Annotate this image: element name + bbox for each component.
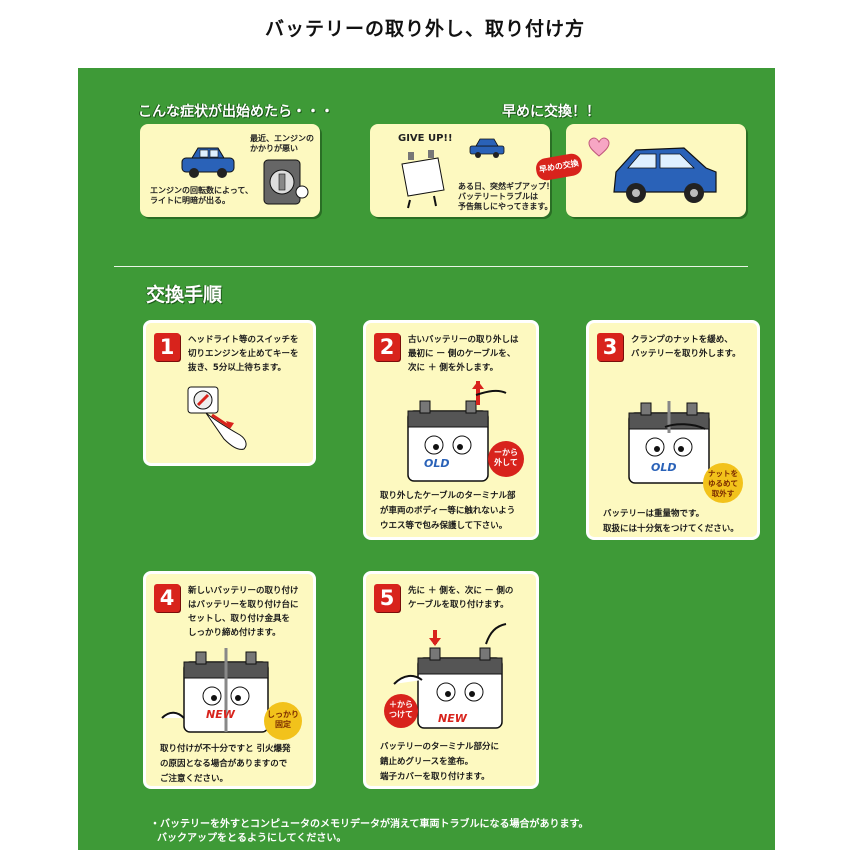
step4-label-new: NEW bbox=[206, 708, 235, 721]
step3-badge: ナットを ゆるめて 取外す bbox=[703, 463, 743, 503]
step-card-1: 1 ヘッドライト等のスイッチを 切りエンジンを止めてキーを 抜き、5分以上待ちま… bbox=[143, 320, 316, 466]
step-text-5: 先に ＋ 側を、次に ー 側の ケーブルを取り付けます。 bbox=[408, 586, 514, 610]
step-number-5: 5 bbox=[374, 584, 400, 612]
step-note-2: 取り外したケーブルのターミナル部 が車両のボディー等に触れないよう ウエス等で包… bbox=[380, 491, 516, 531]
caption-trouble: ある日、突然ギブアップ！ バッテリートラブルは 予告無しにやってきます。 bbox=[458, 182, 554, 211]
symptoms-heading: こんな症状が出始めたら・・・ bbox=[138, 104, 334, 120]
replace-early-heading: 早めに交換！！ bbox=[502, 104, 600, 120]
step-number-4: 4 bbox=[154, 584, 180, 612]
step-note-3: バッテリーは重量物です。 取扱には十分気をつけてください。 bbox=[603, 509, 739, 534]
giveup-card: GIVE UP!! ある日、突然ギブアップ！ バッテリートラブルは 予告無しにや… bbox=[370, 124, 554, 217]
section-divider bbox=[114, 266, 748, 267]
caption-lights: エンジンの回転数によって、 ライトに明暗が出る。 bbox=[150, 186, 253, 205]
small-car-illustration bbox=[469, 138, 505, 158]
step-note-4: 取り付けが不十分ですと 引火爆発 の原因となる場合がありますので ご注意ください… bbox=[160, 744, 291, 784]
step-number-3: 3 bbox=[597, 333, 623, 361]
new-battery-connect-illustration bbox=[393, 623, 507, 729]
tired-battery-illustration bbox=[401, 150, 445, 209]
step-card-5: 5 先に ＋ 側を、次に ー 側の ケーブルを取り付けます。 NEW ＋から つ… bbox=[363, 571, 539, 789]
step-number-2: 2 bbox=[374, 333, 400, 361]
page-title: バッテリーの取り外し、取り付け方 bbox=[264, 18, 585, 40]
procedure-heading: 交換手順 bbox=[146, 284, 223, 306]
step-note-5: バッテリーのターミナル部分に 錆止めグリースを塗布。 端子カバーを取り付けます。 bbox=[380, 742, 500, 782]
step-card-3: 3 クランプのナットを緩め、 バッテリーを取り外します。 OLD ナットを ゆる… bbox=[586, 320, 760, 540]
old-battery-illustration bbox=[407, 381, 507, 482]
step-text-3: クランプのナットを緩め、 バッテリーを取り外します。 bbox=[631, 335, 741, 359]
step2-label-old: OLD bbox=[424, 457, 450, 470]
ignition-key-icon bbox=[187, 386, 247, 450]
heart-icon bbox=[588, 137, 610, 157]
caption-start: 最近、エンジンの かかりが悪い bbox=[250, 134, 314, 153]
key-ignition-illustration bbox=[263, 159, 309, 205]
step-text-1: ヘッドライト等のスイッチを 切りエンジンを止めてキーを 抜き、5分以上待ちます。 bbox=[188, 335, 299, 373]
car-illustration bbox=[181, 147, 235, 178]
clamp-battery-illustration bbox=[628, 401, 710, 484]
give-up-label: GIVE UP!! bbox=[398, 133, 453, 144]
symptom-card: エンジンの回転数によって、 ライトに明暗が出る。 最近、エンジンの かかりが悪い bbox=[140, 124, 320, 217]
footer-note: ・バッテリーを外すとコンピュータのメモリデータが消えて車両トラブルになる場合があ… bbox=[150, 819, 589, 844]
new-battery-install-illustration bbox=[161, 648, 269, 733]
step-text-4: 新しいバッテリーの取り付け はバッテリーを取り付け台に セットし、取り付け金具を… bbox=[188, 586, 299, 638]
step5-badge: ＋から つけて bbox=[384, 694, 418, 728]
step-text-2: 古いバッテリーの取り外しは 最初に ー 側のケーブルを、 次に ＋ 側を外します… bbox=[408, 335, 519, 373]
step3-label-old: OLD bbox=[651, 461, 677, 474]
step-card-2: 2 古いバッテリーの取り外しは 最初に ー 側のケーブルを、 次に ＋ 側を外し… bbox=[363, 320, 539, 540]
step5-label-new: NEW bbox=[438, 712, 467, 725]
step-card-4: 4 新しいバッテリーの取り付け はバッテリーを取り付け台に セットし、取り付け金… bbox=[143, 571, 316, 789]
step4-badge: しっかり 固定 bbox=[264, 702, 302, 740]
happy-car-illustration bbox=[613, 147, 717, 203]
step2-badge: ーから 外して bbox=[488, 441, 524, 477]
early-replace-card bbox=[566, 124, 746, 217]
step-number-1: 1 bbox=[154, 333, 180, 361]
